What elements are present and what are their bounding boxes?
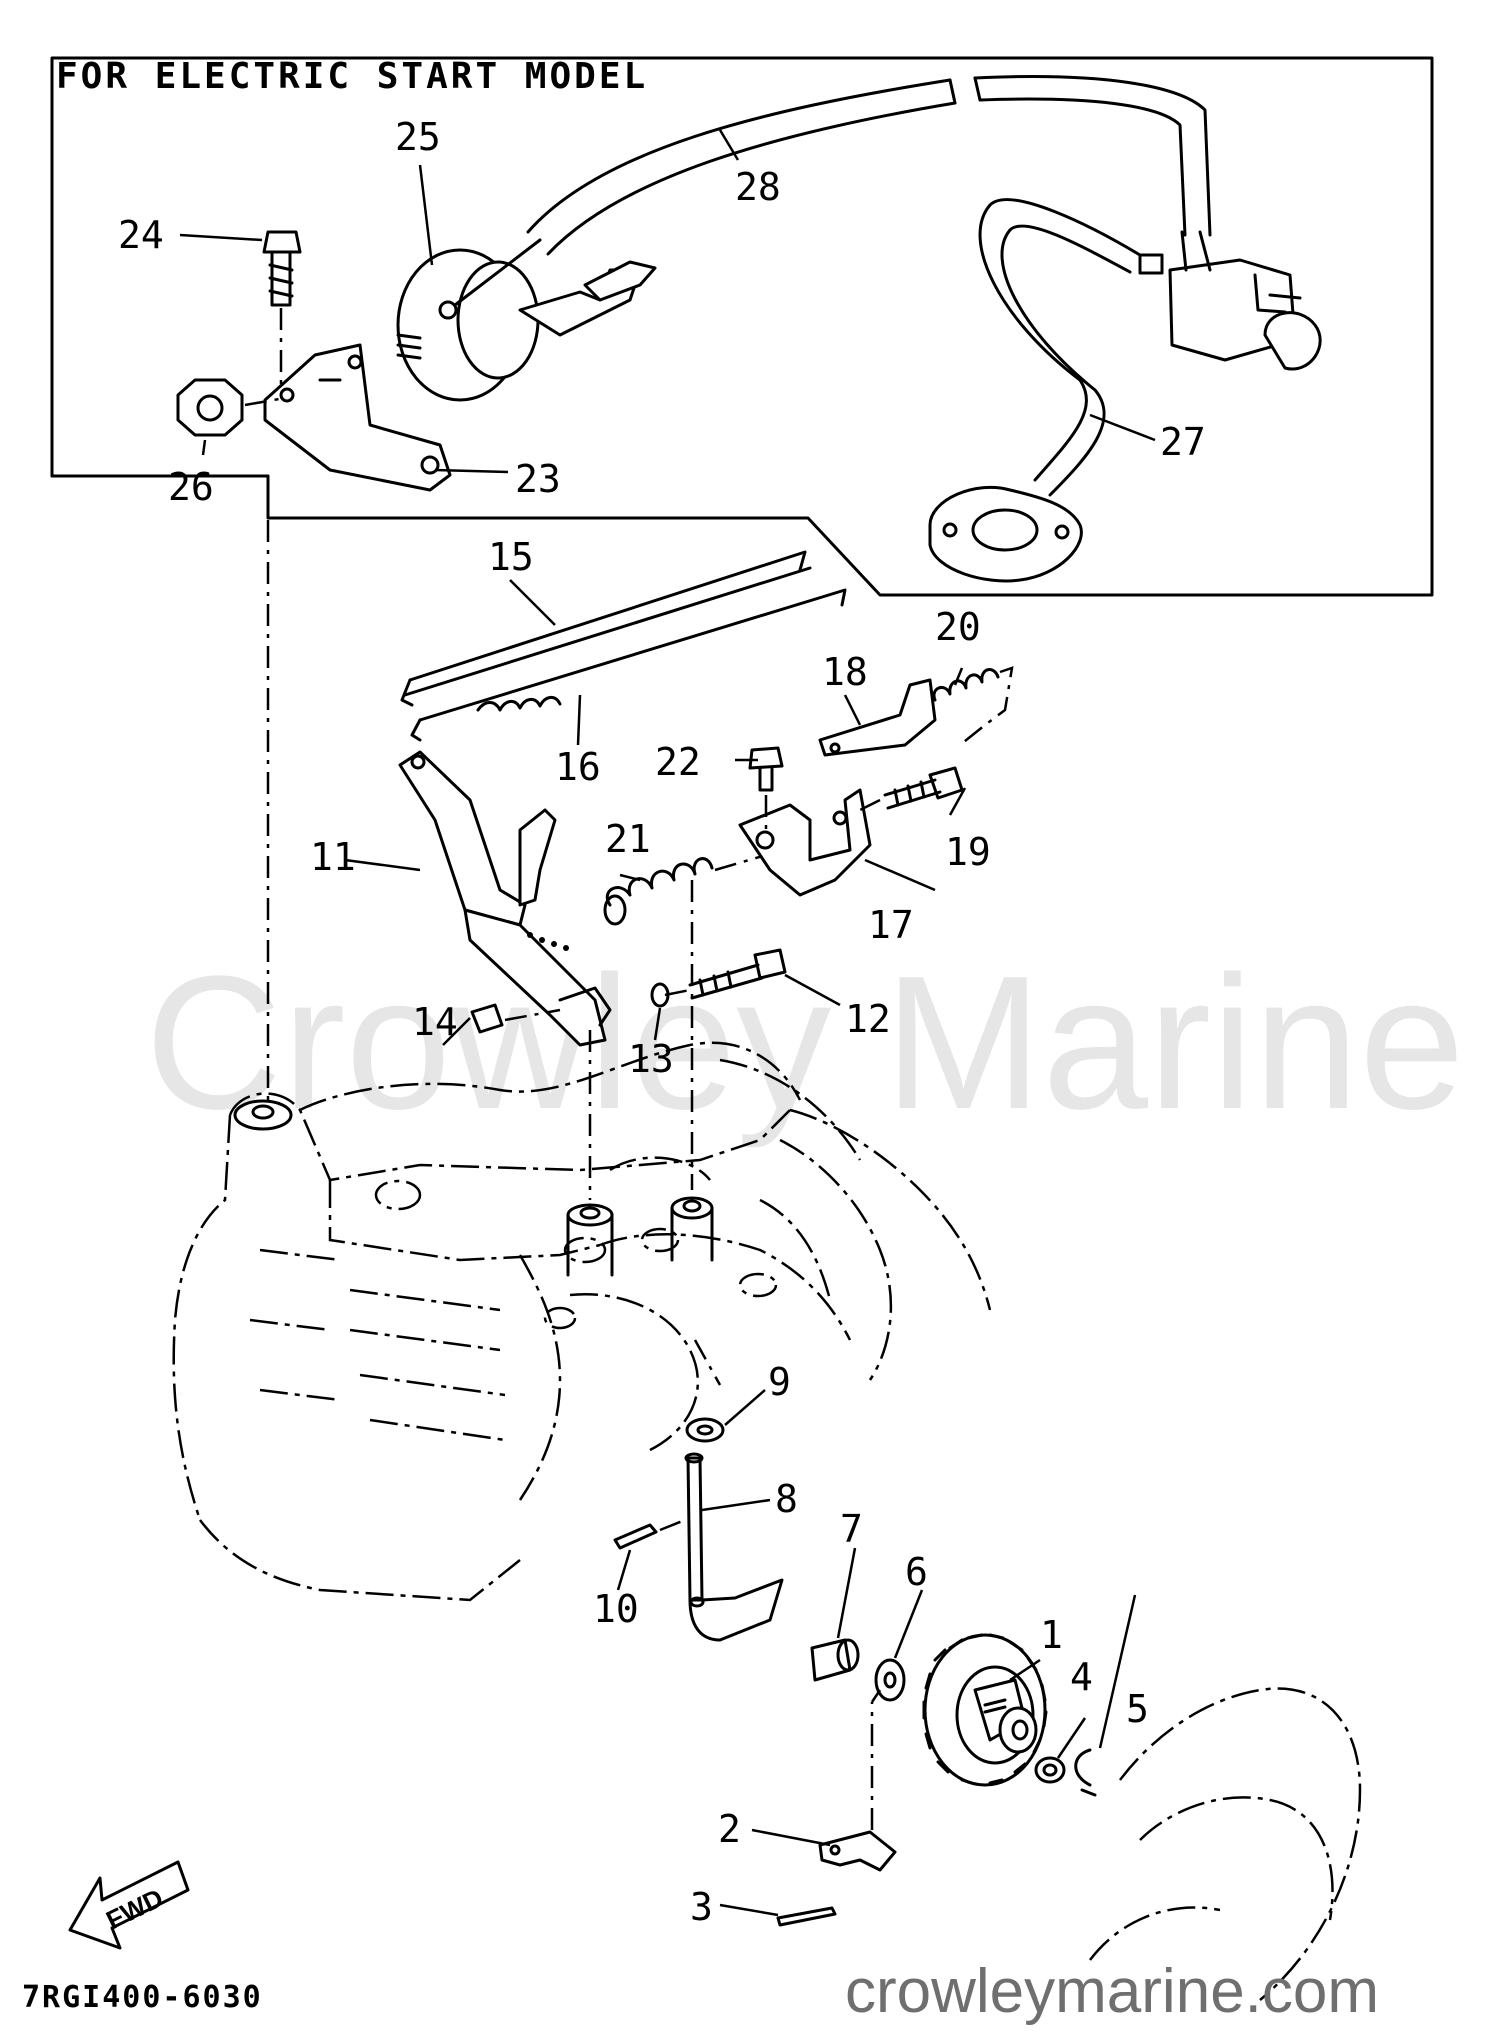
washer-6: [874, 1658, 906, 1702]
throttle-lever-11: [398, 750, 612, 1047]
callout-22: 22: [655, 740, 701, 784]
fwd-arrow-icon: FWD: [68, 1860, 190, 1950]
crankcase-outline: [172, 1041, 992, 1602]
crankcase-bosses: [233, 1099, 714, 1277]
callout-7: 7: [840, 1507, 863, 1551]
callout-21: 21: [605, 817, 651, 861]
callout-14: 14: [412, 1000, 458, 1044]
pin-3: [776, 1906, 837, 1927]
callout-8: 8: [775, 1477, 798, 1521]
solenoid-valve: [1138, 230, 1322, 371]
callout-1: 1: [1040, 1613, 1063, 1657]
callout-26: 26: [168, 465, 214, 509]
screw-22: [748, 746, 784, 830]
callout-labels: 1 2 3 4 5 6 7 8 9 10 11 12 13 14 15 16 1…: [118, 115, 1206, 1929]
callout-19: 19: [945, 830, 991, 874]
nut-26: [176, 378, 286, 437]
callout-18: 18: [822, 650, 868, 694]
clip-5: [1074, 1748, 1097, 1797]
pin-7: [810, 1638, 860, 1682]
callout-23: 23: [515, 457, 561, 501]
callout-11: 11: [310, 835, 356, 879]
drawing-code: 7RGI400-6030: [22, 1980, 263, 2015]
governor-shaft-8: [684, 1452, 784, 1642]
link-rod-15: [400, 550, 812, 707]
spring-20: [932, 666, 1014, 746]
callout-28: 28: [735, 165, 781, 209]
callout-2: 2: [718, 1807, 741, 1851]
plate-2: [818, 1689, 897, 1872]
bolt-24: [262, 230, 302, 385]
actuator-bracket-23: [263, 343, 452, 492]
vacuum-hose-27: [978, 198, 1142, 497]
callout-5: 5: [1126, 1687, 1149, 1731]
watermark-text: Crowley Marine: [145, 937, 1465, 1149]
callout-25: 25: [395, 115, 441, 159]
callout-24: 24: [118, 213, 164, 257]
callout-16: 16: [555, 745, 601, 789]
nut-14: [470, 1003, 561, 1034]
bracket-18: [818, 678, 937, 757]
callout-6: 6: [905, 1550, 928, 1594]
lower-housing-outline: [1089, 1687, 1362, 2001]
link-rod-16: [410, 588, 847, 742]
bracket-17: [738, 788, 872, 897]
washer-13: [650, 982, 670, 1008]
callout-17: 17: [868, 903, 914, 947]
panel-title: FOR ELECTRIC START MODEL: [56, 56, 648, 97]
callout-10: 10: [593, 1587, 639, 1631]
callout-9: 9: [768, 1360, 791, 1404]
callout-20: 20: [935, 605, 981, 649]
callout-12: 12: [845, 997, 891, 1041]
vacuum-hose-28: [526, 75, 1212, 256]
watermark-url: crowleymarine.com: [845, 1957, 1379, 2026]
governor-gear-1: [922, 1633, 1048, 1787]
pin-10: [613, 1518, 686, 1550]
washer-4: [1034, 1756, 1066, 1784]
leader-lines: [179, 129, 1156, 1917]
washer-9: [685, 1417, 725, 1443]
electric-start-panel: FOR ELECTRIC START MODEL: [50, 56, 1434, 597]
callout-3: 3: [690, 1885, 713, 1929]
spring-21: [603, 846, 791, 926]
callout-4: 4: [1070, 1655, 1093, 1699]
choke-actuator-25: [396, 238, 657, 402]
bolt-19: [859, 766, 964, 812]
callout-15: 15: [488, 535, 534, 579]
main-assembly: [172, 520, 1362, 2001]
callout-13: 13: [628, 1037, 674, 1081]
callout-27: 27: [1160, 420, 1206, 464]
manifold-flange: [928, 485, 1083, 583]
